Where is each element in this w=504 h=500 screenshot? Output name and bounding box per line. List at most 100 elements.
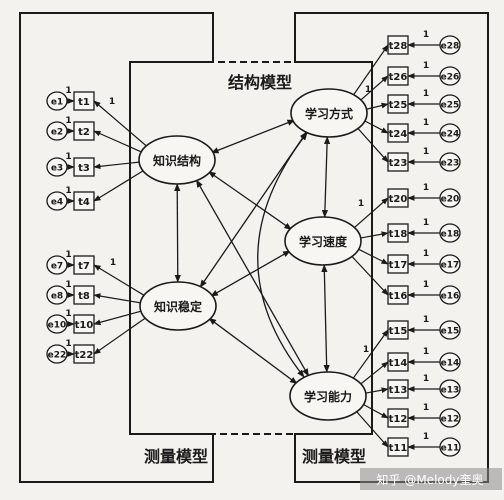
indicator-label: t25 [389,100,408,111]
indicator-label: t26 [389,72,408,83]
latent-factor-label: 学习速度 [299,234,348,249]
indicator-label: t23 [389,158,408,169]
covariance-path [207,171,293,230]
factor-loading-path [356,127,389,163]
error-path-constant: 1 [423,147,429,157]
factor-loading-path [355,410,389,448]
error-term-circle [46,191,68,211]
factor-loading-path [93,264,146,297]
error-term-label: e22 [48,351,67,361]
error-term-circle [46,255,68,275]
indicator-box [387,123,409,143]
factor-loading-path [93,310,143,326]
indicator-box [387,188,409,208]
indicator-label: t15 [389,326,408,337]
right-measurement-title: 测量模型 [302,447,366,466]
error-term-circle [439,123,461,143]
error-term-circle [46,157,68,177]
error-path-constant: 1 [423,89,429,99]
loading-constant: 1 [363,345,369,355]
error-term-circle [439,379,461,399]
indicator-box [387,223,409,243]
indicator-box [387,94,409,114]
error-term-label: e10 [48,321,67,331]
factor-loading-path [357,248,389,265]
covariance-path [208,317,298,385]
error-term-label: e26 [441,73,460,83]
error-path-constant: 1 [65,152,71,162]
factor-loading-path [93,293,142,304]
covariance-path [174,183,181,283]
error-term-circle [439,408,461,428]
structural-model-frame [129,61,373,435]
latent-factor-xxnl [289,371,367,421]
error-term-label: e8 [51,292,63,302]
error-path-constant: 1 [65,250,71,260]
covariance-path [321,136,331,218]
error-path-constant: 1 [423,118,429,128]
error-term-circle [439,152,461,172]
error-path-constant: 1 [423,374,429,384]
error-path-constant: 1 [65,186,71,196]
error-term-circle [439,188,461,208]
factor-loading-path [353,197,389,229]
indicator-box [387,285,409,305]
path-layer [66,42,441,450]
error-term-label: e1 [51,98,63,108]
error-term-circle [46,285,68,305]
error-term-circle [46,314,68,334]
indicator-label: t14 [389,358,408,369]
error-term-label: e17 [441,261,460,271]
indicator-label: t8 [78,291,90,302]
covariance-path [210,119,296,154]
error-term-label: e13 [441,386,460,396]
error-path-constant: 1 [423,218,429,228]
factor-loading-path [359,75,389,102]
factor-loading-path [362,403,389,419]
indicator-label: t22 [75,350,94,361]
error-term-label: e24 [441,130,460,140]
error-path-constant: 1 [423,280,429,290]
indicator-label: t3 [78,163,90,174]
indicator-box [73,285,95,305]
error-term-label: e23 [441,159,460,169]
latent-factor-zswd [139,281,217,331]
latent-factor-label: 知识结构 [152,153,201,168]
error-term-label: e15 [441,327,460,337]
indicator-label: t1 [78,97,90,108]
latent-factor-label: 学习方式 [305,106,353,121]
indicator-box [387,379,409,399]
loading-constant: 1 [365,85,371,95]
indicator-box [73,191,95,211]
error-path-constant: 1 [65,280,71,290]
error-path-constant: 1 [423,183,429,193]
error-term-circle [439,254,461,274]
indicator-label: t12 [389,414,408,425]
indicator-box [73,157,95,177]
error-term-circle [439,320,461,340]
error-term-label: e11 [441,444,460,454]
indicator-label: t18 [389,229,408,240]
indicator-box [73,255,95,275]
indicator-box [387,320,409,340]
indicator-label: t11 [389,443,408,454]
factor-loading-path [359,231,389,239]
error-term-label: e7 [51,262,63,272]
structural-model-title: 结构模型 [227,73,292,92]
indicator-label: t17 [389,260,408,271]
factor-loading-path [363,119,389,134]
error-path-constant: 1 [65,339,71,349]
error-term-circle [439,66,461,86]
factor-loading-path [350,255,389,296]
watermark-backdrop [360,468,502,490]
error-path-constant: 1 [423,403,429,413]
error-path-constant: 1 [65,86,71,96]
error-term-circle [439,94,461,114]
indicator-box [387,254,409,274]
indicator-label: t4 [78,197,90,208]
indicator-box [387,35,409,55]
latent-factor-xxsd [284,216,362,266]
error-term-label: e2 [51,128,63,138]
